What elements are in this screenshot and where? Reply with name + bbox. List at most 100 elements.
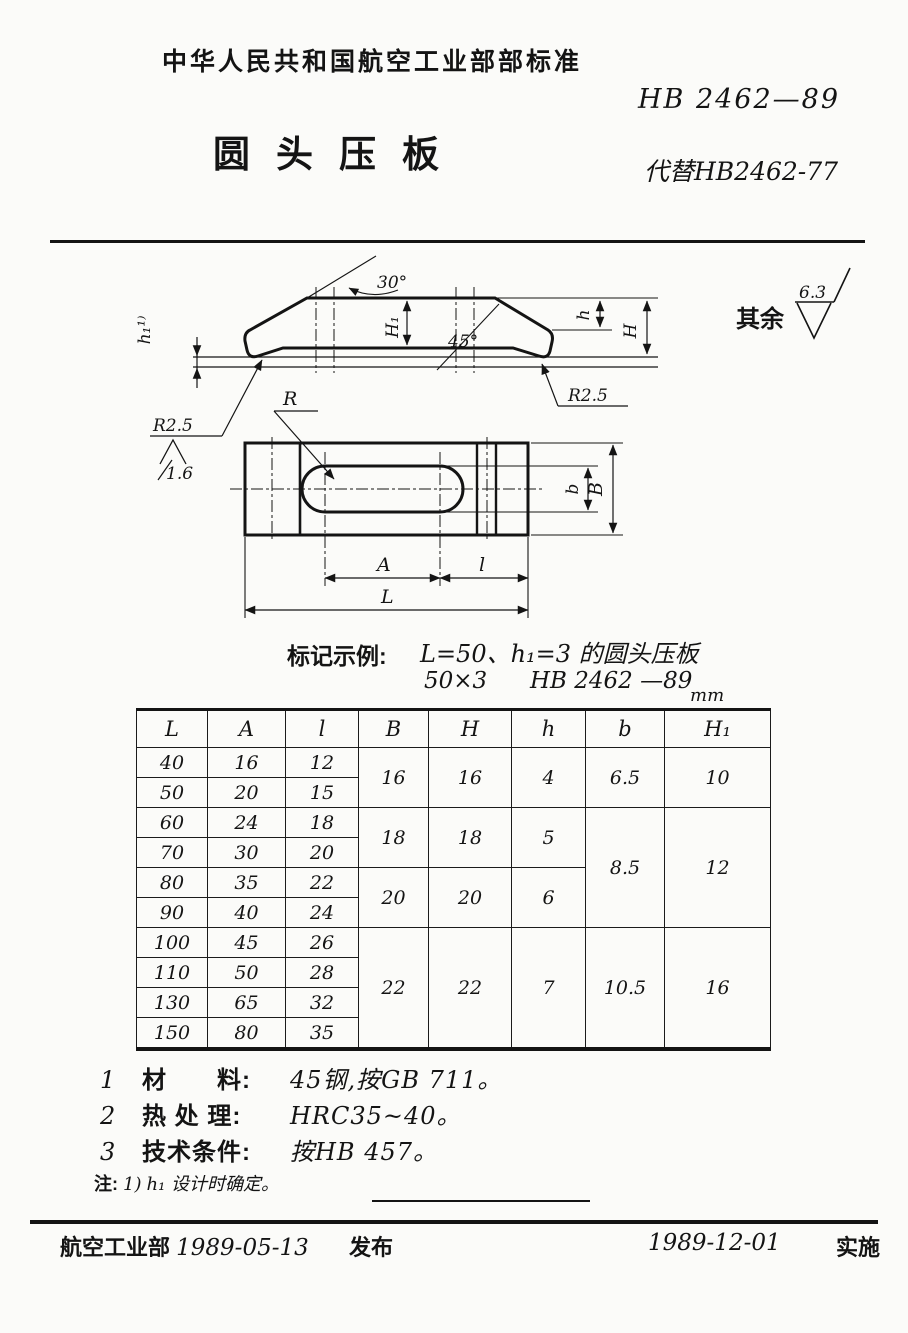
cell-h: 5 [511,807,586,868]
cell-H: 22 [428,927,512,1050]
cell-b: 8.5 [585,807,665,928]
dim-h1-label: h₁¹⁾ [135,316,155,345]
note-value: 按HB 457。 [290,1138,439,1166]
dim-l-label: l [479,554,485,576]
header-divider [50,240,865,243]
table-row: 80 35 22 20 20 6 [136,867,771,928]
cell-A: 16 [207,747,286,778]
cell-L: 50 [136,777,208,808]
cell-H1: 10 [664,747,771,808]
note-label: 材 料: [142,1067,251,1094]
surface-finish-rest: 其余 6.3 [736,267,851,340]
notes-section: 1 材 料: 45钢,按GB 711。 2 热 处 理: HRC35~40。 3… [100,1060,502,1168]
note-label: 技术条件: [142,1139,251,1166]
cell-l: 12 [285,747,359,778]
standard-org-title: 中华人民共和国航空工业部部标准 [162,48,583,76]
col-header-b: b [585,709,665,748]
cell-A: 20 [207,777,286,808]
col-header-l: l [285,709,359,748]
footnote-ref: 1) [123,1174,142,1195]
cell-A: 80 [207,1017,286,1050]
cell-H: 20 [428,867,512,928]
col-header-A: A [207,709,286,748]
dim-A-label: A [375,554,391,576]
cell-b: 10.5 [585,927,665,1050]
cell-l: 22 [285,867,359,898]
cell-L: 80 [136,867,208,898]
dim-H1-label: H₁ [383,316,403,339]
cell-B: 16 [358,747,429,808]
side-view-part-outline [243,296,554,359]
note-number: 3 [100,1138,116,1166]
top-view [150,359,623,618]
dim-L-label: L [380,586,394,608]
cell-b: 6.5 [585,747,665,808]
radius-left-finish-value: 1.6 [166,464,193,484]
angle-30-extension [306,255,377,299]
cell-A: 45 [207,927,286,958]
table-row: 50 20 15 [136,777,771,808]
table-row: 60 24 18 18 18 5 8.5 12 [136,807,771,928]
page-title: 圆头压板 [213,134,465,175]
cell-B: 18 [358,807,429,868]
dim-b-label: b [563,484,583,495]
cell-H: 16 [428,747,512,808]
col-header-H1: H₁ [664,709,771,748]
cell-H1: 12 [664,807,771,928]
footer-publish-label: 发布 [349,1235,394,1260]
cell-L: 130 [136,987,208,1018]
radius-left-leader [221,359,263,437]
cell-B: 22 [358,927,429,1050]
note-number: 2 [100,1102,116,1130]
footer-implement-date: 1989-12-01 [648,1230,781,1256]
rest-label: 其余 [736,305,785,333]
cell-l: 28 [285,957,359,988]
note-number: 1 [100,1066,116,1094]
rest-value: 6.3 [799,283,826,303]
note-value: HRC35~40。 [290,1102,462,1130]
radius-right-label: R2.5 [567,386,608,406]
table-row: 130 65 32 [136,987,771,1018]
footer-publish-date: 1989-05-13 [176,1235,309,1261]
footnote-prefix: 注: [94,1174,118,1194]
angle-45-leader [436,303,500,371]
table-row: 90 40 24 [136,897,771,928]
angle-30-arc [348,287,399,296]
table-row: 100 45 26 22 22 7 10.5 16 [136,927,771,1050]
top-view-extension-lines [244,442,623,618]
cell-A: 40 [207,897,286,928]
standard-number: HB 2462—89 [638,84,841,115]
cell-A: 24 [207,807,286,838]
marking-example-label: 标记示例: [287,643,387,669]
footnote: 注: 1) h₁ 设计时确定。 [94,1170,279,1196]
cell-L: 100 [136,927,208,958]
radius-right-leader [541,363,559,407]
table-row: 40 16 12 16 16 4 6.5 10 [136,747,771,808]
col-header-h: h [511,709,586,748]
table-row: 110 50 28 [136,957,771,988]
cell-l: 24 [285,897,359,928]
angle-45-label: 45° [447,332,478,352]
table-unit-label: mm [690,685,725,706]
cell-H: 18 [428,807,512,868]
cell-l: 20 [285,837,359,868]
footnote-text: h₁ 设计时确定。 [146,1174,280,1195]
table-row: 150 80 35 [136,1017,771,1050]
cell-l: 15 [285,777,359,808]
cell-h: 7 [511,927,586,1050]
dim-H-label: H [621,322,641,339]
cell-l: 35 [285,1017,359,1050]
replaces-note: 代替HB2462-77 [644,157,839,186]
col-header-L: L [136,709,208,748]
cell-L: 90 [136,897,208,928]
marking-example-code: 50×3 [424,668,488,694]
footer-divider [30,1220,878,1224]
col-header-H: H [428,709,512,748]
technical-drawing: 30° 45° H₁ h₁¹⁾ h H R2.5 其余 6.3 [135,255,851,618]
cell-L: 150 [136,1017,208,1050]
radius-left-finish-icon [159,438,187,465]
footer-publish: 航空工业部 1989-05-13 发布 [60,1230,393,1262]
slot-radius-label: R [282,388,297,410]
note-material: 1 材 料: 45钢,按GB 711。 [100,1060,502,1096]
